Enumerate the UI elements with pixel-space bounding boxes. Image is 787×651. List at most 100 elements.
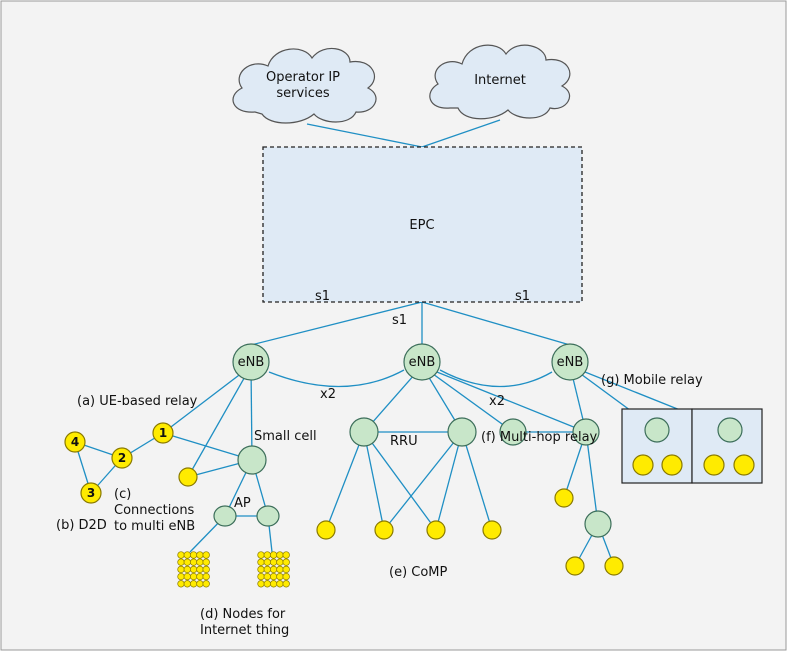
iot-grid-right-node — [263, 580, 271, 588]
iot-grid-left-node — [183, 580, 191, 588]
label-rru: RRU — [390, 434, 418, 449]
enb-center-node — [403, 343, 441, 381]
ue-mobile-2 — [661, 454, 683, 476]
relay-node-1 — [499, 418, 527, 446]
label-c-line1: (c) — [114, 487, 131, 502]
ue-small-cell — [178, 467, 198, 487]
label-ue-based-relay: (a) UE-based relay — [77, 394, 198, 409]
relay-node-2 — [572, 418, 600, 446]
operator-ip-cloud: Operator IP services — [232, 47, 377, 124]
ue-number-2: 2 — [118, 451, 126, 465]
link-ue1-small-cell — [162, 432, 253, 461]
ap-node-1 — [213, 505, 237, 527]
label-c-line2: Connections — [114, 503, 195, 518]
ue-2 — [111, 447, 133, 469]
iot-grid-left-node — [196, 551, 204, 559]
x2-left-label: x2 — [320, 387, 336, 402]
ue-comp-2 — [374, 520, 394, 540]
label-c-line3: to multi eNB — [114, 519, 195, 534]
label-connections-multi-enb: (c) Connections to multi eNB — [114, 487, 195, 534]
iot-grid-left-node — [183, 551, 191, 559]
link-enb-relay2 — [421, 365, 587, 433]
relay-node-3 — [584, 510, 612, 538]
label-d2d: (b) D2D — [56, 518, 107, 533]
link-internet-epc — [421, 119, 501, 148]
iot-grid-left-node — [177, 565, 185, 574]
label-ap: AP — [234, 496, 251, 511]
epc-box — [262, 146, 583, 303]
iot-node-grids — [177, 551, 290, 588]
ue-relay-2 — [565, 556, 585, 576]
iot-grid-right-node — [269, 565, 278, 574]
iot-grid-right-node — [269, 572, 278, 581]
iot-grid-right-node — [282, 551, 290, 559]
link-relay2-relay3 — [585, 431, 599, 525]
iot-grid-left-node — [202, 551, 210, 559]
ue-comp-3 — [426, 520, 446, 540]
iot-grid-left-node — [196, 565, 204, 574]
iot-grid-right-node — [257, 572, 265, 581]
iot-grid-left-node — [189, 572, 198, 581]
iot-grid-left-node — [177, 572, 185, 581]
ue-number-1: 1 — [159, 426, 167, 440]
iot-grid-right-node — [282, 580, 290, 588]
iot-grid-left-node — [183, 572, 191, 581]
s1-center-label: s1 — [392, 313, 407, 328]
iot-grid-right-node — [263, 558, 271, 566]
iot-grid-left-node — [196, 558, 204, 566]
label-multi-hop-relay: (f) Multi-hop relay — [481, 430, 598, 445]
iot-grid-right-node — [257, 580, 265, 588]
iot-grid-right-node — [282, 558, 290, 566]
iot-grid-right-node — [269, 551, 278, 559]
links-layer — [74, 119, 745, 567]
internet-label: Internet — [474, 73, 526, 88]
ue-mobile-4 — [733, 454, 755, 476]
s1-link-left — [250, 301, 423, 346]
rru-node-2 — [447, 417, 477, 447]
iot-grid-right-node — [257, 558, 265, 566]
s1-right-label: s1 — [515, 289, 530, 304]
link-rru1-ue2 — [363, 431, 437, 531]
s1-link-right — [421, 301, 571, 346]
iot-grid-right-node — [269, 558, 278, 566]
epc-label: EPC — [409, 218, 434, 233]
iot-grid-left-node — [183, 558, 191, 566]
x2-right-label: x2 — [489, 394, 505, 409]
ue-comp-1 — [316, 520, 336, 540]
ue-number-3: 3 — [87, 486, 95, 500]
iot-grid-left-node — [183, 565, 191, 574]
small-cell-node — [237, 445, 267, 475]
iot-grid-right-node — [276, 551, 284, 559]
iot-grid-right-node — [263, 572, 271, 581]
iot-grid-left-node — [177, 558, 185, 566]
iot-grid-left-node — [202, 580, 210, 588]
label-d-line2: Internet thing — [200, 623, 289, 638]
iot-grid-left-node — [202, 558, 210, 566]
rru-node-1 — [349, 417, 379, 447]
link-rru2-ue2 — [461, 431, 493, 531]
ue-4 — [64, 431, 86, 453]
internet-cloud: Internet — [429, 44, 571, 120]
enb-left-node — [232, 343, 270, 381]
iot-grid-right-node — [263, 565, 271, 574]
link-enb-relay1 — [421, 365, 514, 433]
ue-comp-4 — [482, 520, 502, 540]
iot-grid-left-node — [189, 565, 198, 574]
label-d-line1: (d) Nodes for — [200, 607, 286, 622]
operator-ip-label-line2: services — [276, 86, 330, 101]
link-rru2-ue0 — [383, 431, 463, 531]
operator-ip-label-line1: Operator IP — [266, 70, 340, 85]
ap-node-2 — [256, 505, 280, 527]
ue-relay-1 — [554, 488, 574, 508]
link-enb-ue-left — [187, 365, 252, 478]
iot-grid-left-node — [189, 558, 198, 566]
iot-grid-left-node — [177, 551, 185, 559]
nodes-layer — [64, 343, 755, 576]
iot-grid-left-node — [189, 551, 198, 559]
iot-grid-right-node — [276, 558, 284, 566]
iot-grid-right-node — [276, 572, 284, 581]
link-enb-ue1 — [162, 365, 252, 434]
iot-grid-right-node — [269, 580, 278, 588]
enb-right-label: eNB — [557, 355, 584, 370]
ue-mobile-3 — [703, 454, 725, 476]
